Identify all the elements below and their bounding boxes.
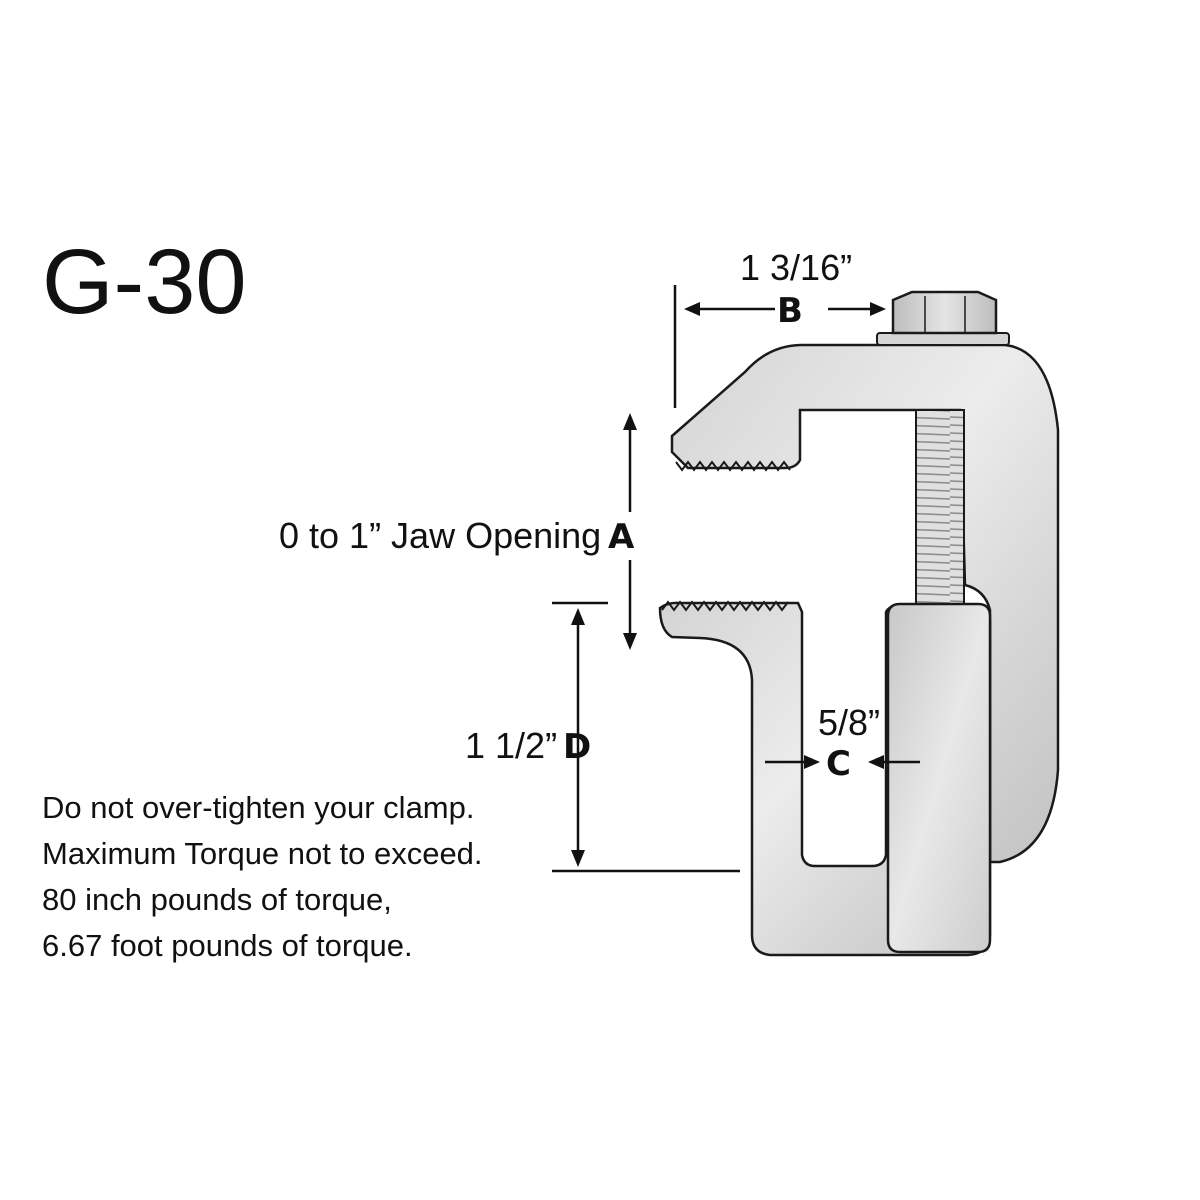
dimension-b-letter: B — [777, 291, 803, 331]
torque-note-line: 6.67 foot pounds of torque. — [42, 928, 413, 963]
dimension-c-letter: C — [826, 744, 851, 784]
dimension-c: 5/8” C — [765, 702, 920, 784]
dimension-c-left-arrow — [804, 755, 820, 769]
dimension-d-value: 1 1/2” — [465, 725, 557, 766]
torque-note-line: 80 inch pounds of torque, — [42, 882, 392, 917]
dimension-b-value: 1 3/16” — [740, 247, 852, 288]
dimension-a: 0 to 1” Jaw Opening A — [279, 413, 637, 650]
model-title: G-30 — [42, 231, 247, 333]
dimension-c-value: 5/8” — [818, 702, 880, 743]
dimension-d: 1 1/2” D — [465, 601, 740, 873]
torque-note-line: Maximum Torque not to exceed. — [42, 836, 483, 871]
dimension-c-right-arrow — [868, 755, 884, 769]
dimension-b-right-arrow — [870, 302, 886, 316]
washer — [876, 332, 1010, 346]
clamp-illustration — [658, 290, 1060, 957]
dimension-b-left-arrow — [684, 302, 700, 316]
upper-jaw-teeth — [675, 460, 791, 472]
threaded-bolt — [915, 409, 965, 609]
torque-note-line: Do not over-tighten your clamp. — [42, 790, 475, 825]
dimension-d-bottom-arrow — [571, 850, 585, 867]
clamp-frame — [670, 343, 1060, 864]
dimension-d-letter: D — [563, 727, 591, 767]
lower-jaw-teeth — [661, 600, 789, 612]
dimension-a-value: 0 to 1” Jaw Opening — [279, 515, 601, 556]
hex-bolt-head — [891, 290, 998, 335]
dimension-d-top-arrow — [571, 608, 585, 625]
dimension-a-letter: A — [608, 517, 635, 557]
dimension-a-top-arrow — [623, 413, 637, 430]
slider-block — [886, 602, 992, 954]
dimension-b: 1 3/16” B — [673, 247, 886, 408]
torque-notes: Do not over-tighten your clamp. Maximum … — [42, 790, 483, 963]
dimension-a-bottom-arrow — [623, 633, 637, 650]
